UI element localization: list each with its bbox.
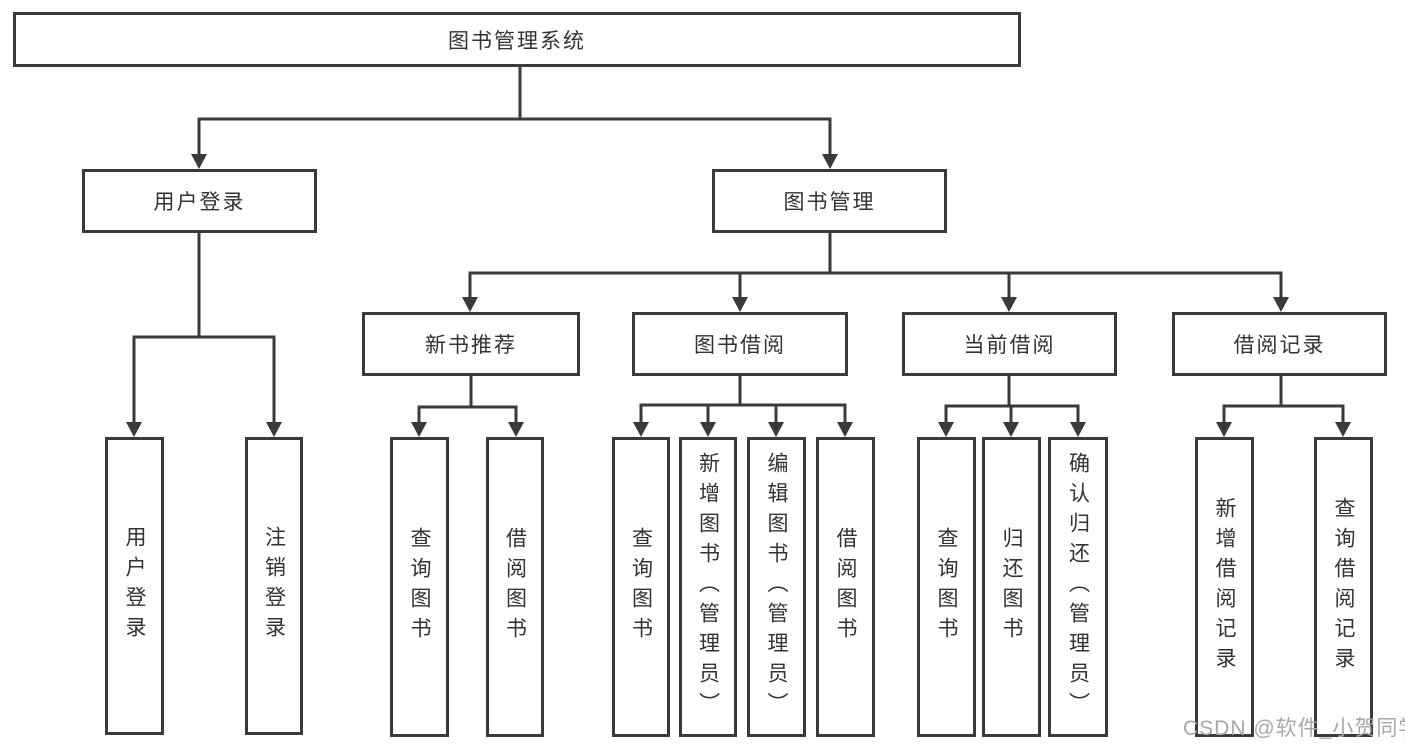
- leaf-query-books-borrow: 查询图书: [612, 437, 670, 737]
- node-new-book-recommend: 新书推荐: [362, 312, 580, 376]
- node-book-borrow: 图书借阅: [632, 312, 848, 376]
- node-user-login-branch: 用户登录: [82, 169, 317, 233]
- leaf-add-books-admin-label: 新增图书（管理员）: [696, 452, 720, 722]
- leaf-edit-books-admin-label: 编辑图书（管理员）: [765, 452, 789, 722]
- node-user-login-branch-label: 用户登录: [153, 191, 246, 214]
- leaf-query-books-recommend: 查询图书: [390, 437, 449, 737]
- node-current-borrow: 当前借阅: [902, 312, 1117, 376]
- leaf-logout-label: 注销登录: [262, 526, 286, 646]
- connector-root-to-level2: [191, 67, 838, 169]
- node-book-management-label: 图书管理: [783, 191, 876, 214]
- node-book-borrow-label: 图书借阅: [694, 334, 786, 357]
- connector-bookmgmt-to-level3: [462, 233, 1289, 312]
- node-current-borrow-label: 当前借阅: [963, 334, 1056, 357]
- leaf-add-books-admin: 新增图书（管理员）: [679, 437, 737, 737]
- leaf-borrow-books: 借阅图书: [816, 437, 875, 737]
- node-new-book-recommend-label: 新书推荐: [425, 334, 517, 357]
- node-borrow-records: 借阅记录: [1172, 312, 1387, 376]
- leaf-user-login-label: 用户登录: [123, 526, 147, 646]
- node-library-system-label: 图书管理系统: [448, 29, 586, 53]
- leaf-borrow-books-label: 借阅图书: [834, 527, 858, 647]
- connector-borrowrecord-to-leaves: [1216, 376, 1351, 437]
- leaf-edit-books-admin: 编辑图书（管理员）: [747, 437, 806, 737]
- leaf-return-books: 归还图书: [982, 437, 1041, 737]
- leaf-query-borrow-record: 查询借阅记录: [1314, 437, 1373, 737]
- leaf-query-books-recommend-label: 查询图书: [408, 527, 432, 647]
- connector-bookborrow-to-leaves: [633, 376, 853, 437]
- leaf-query-borrow-record-label: 查询借阅记录: [1332, 497, 1356, 677]
- leaf-borrow-books-recommend: 借阅图书: [486, 437, 544, 737]
- watermark-text: CSDN @软件_小贺同学: [1183, 717, 1405, 740]
- node-library-system: 图书管理系统: [13, 12, 1021, 67]
- connector-newbook-to-leaves: [411, 376, 524, 437]
- leaf-query-books-borrow-label: 查询图书: [629, 527, 653, 647]
- leaf-borrow-books-recommend-label: 借阅图书: [503, 527, 527, 647]
- leaf-add-borrow-record-label: 新增借阅记录: [1213, 497, 1237, 677]
- node-book-management: 图书管理: [712, 169, 947, 233]
- leaf-user-login: 用户登录: [105, 437, 164, 735]
- leaf-add-borrow-record: 新增借阅记录: [1195, 437, 1254, 737]
- leaf-confirm-return-admin-label: 确认归还（管理员）: [1066, 452, 1090, 722]
- node-borrow-records-label: 借阅记录: [1233, 334, 1326, 357]
- leaf-query-books-current-label: 查询图书: [935, 527, 959, 647]
- leaf-confirm-return-admin: 确认归还（管理员）: [1048, 437, 1108, 737]
- leaf-query-books-current: 查询图书: [917, 437, 976, 737]
- leaf-logout: 注销登录: [245, 437, 303, 735]
- leaf-return-books-label: 归还图书: [1000, 527, 1024, 647]
- connector-userlogin-to-leaves: [126, 233, 282, 437]
- connector-currentborrow-to-leaves: [938, 376, 1086, 437]
